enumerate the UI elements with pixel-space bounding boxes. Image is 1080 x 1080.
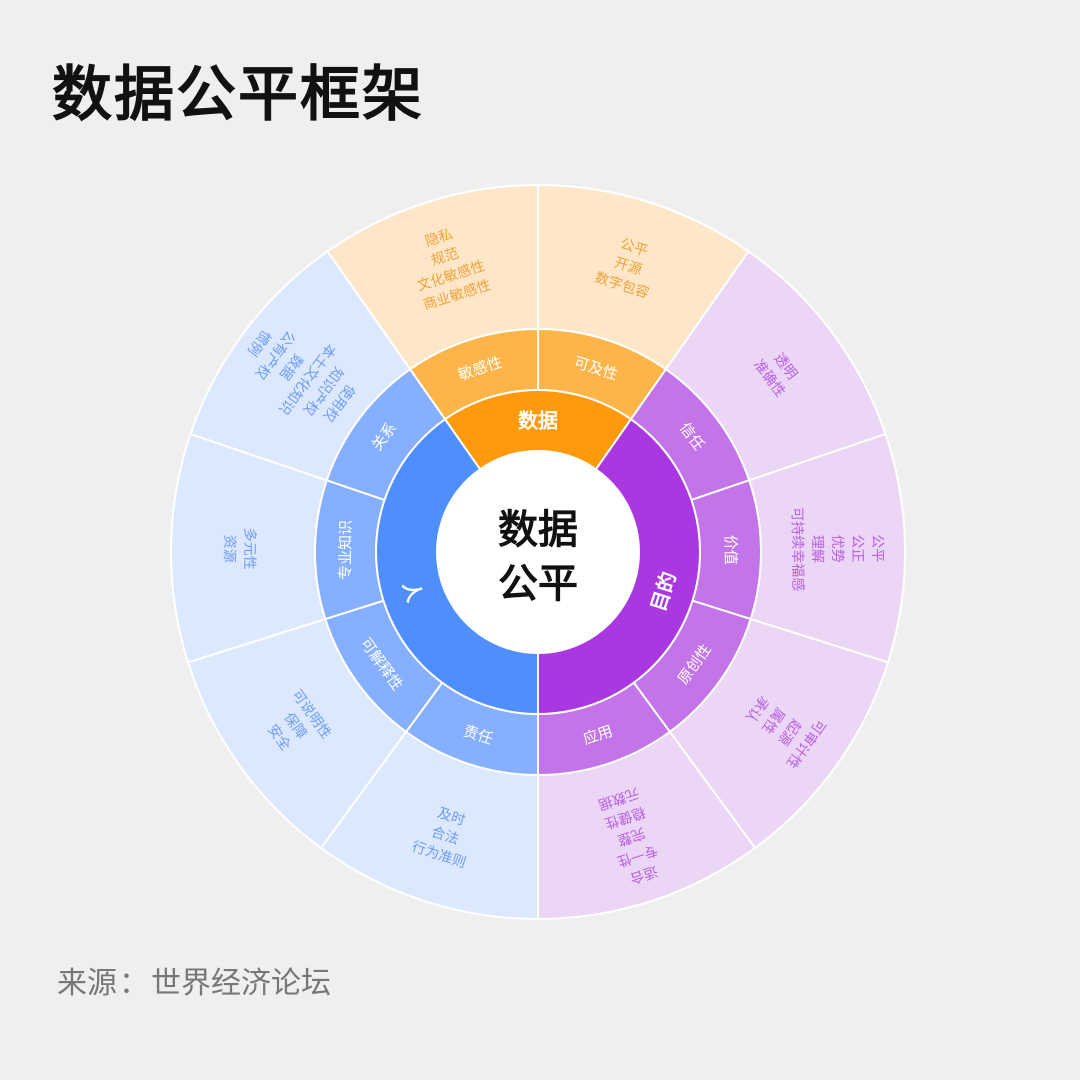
outer-item-label: 公平	[869, 534, 885, 562]
outer-item-label: 公正	[849, 534, 865, 562]
outer-item-label: 可持续幸福感	[789, 507, 807, 591]
outer-item-label: 资源	[221, 535, 237, 563]
outer-item-label: 理解	[809, 535, 825, 563]
middle-sector-label: 价值	[721, 535, 739, 565]
inner-sector-label-data: 数据	[518, 409, 558, 433]
page-title: 数据公平框架	[52, 60, 424, 130]
middle-ring: 敏感性可及性信任价值原创性应用责任可解释性专业知识关系	[314, 327, 762, 777]
center-circle	[437, 451, 639, 653]
middle-sector-label: 专业知识	[336, 520, 355, 580]
center-label-line2: 公平	[498, 561, 578, 607]
source-label: 来源	[57, 966, 117, 1001]
source-note: 来源：世界经济论坛	[57, 958, 331, 1002]
center-label-line1: 数据	[498, 507, 578, 553]
source-separator: ：	[119, 966, 149, 1001]
center-hub: 数据 公平	[437, 451, 639, 653]
outer-item-label: 优势	[829, 535, 845, 563]
outer-item-label: 多元性	[241, 528, 258, 570]
source-text: 世界经济论坛	[151, 966, 331, 1001]
